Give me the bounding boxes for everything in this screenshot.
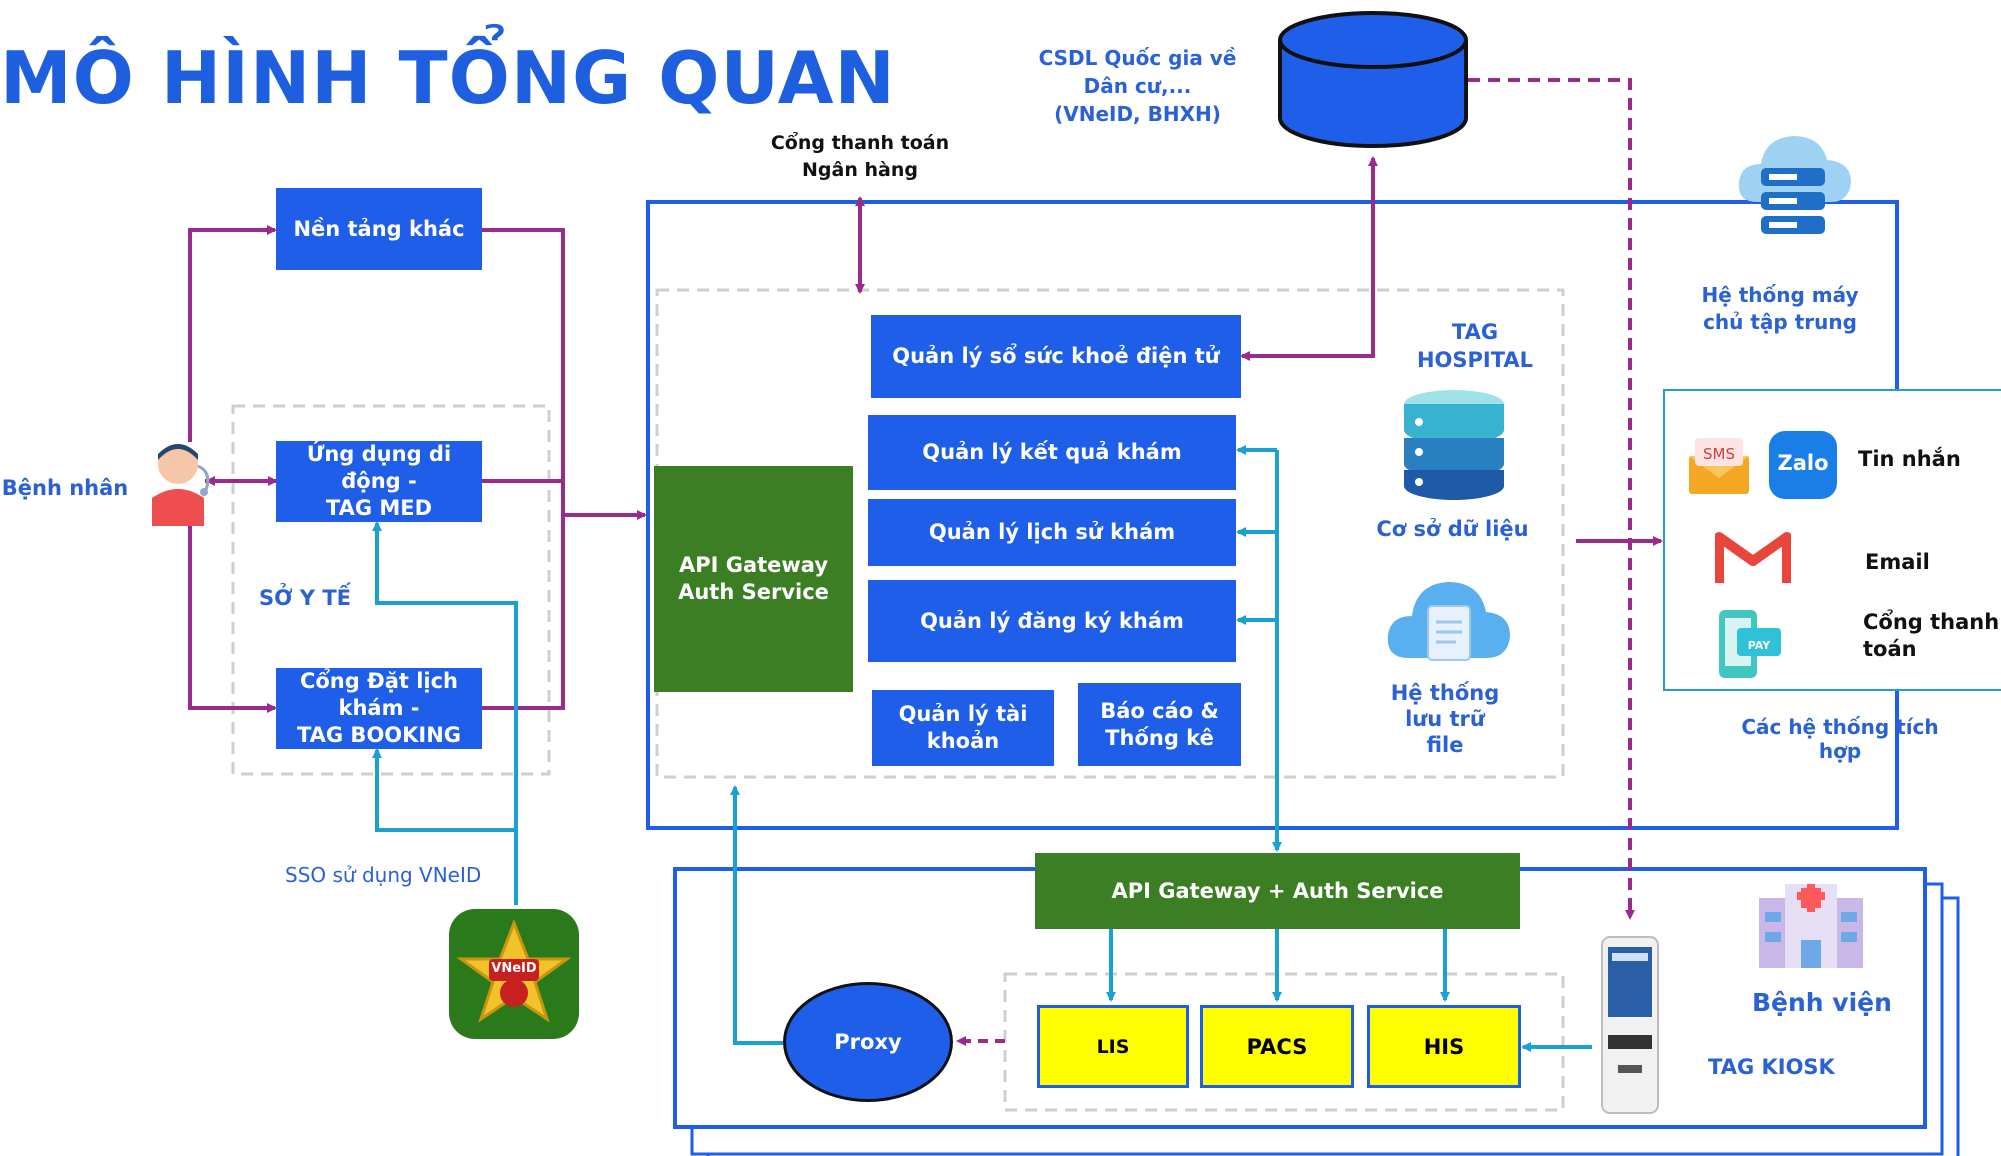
- module-so-suc-khoe[interactable]: Quản lý sổ sức khoẻ điện tử: [871, 315, 1241, 398]
- tag-hospital-label: TAG HOSPITAL: [1416, 320, 1534, 372]
- server-cloud-icon: [1738, 136, 1851, 234]
- patient-label: Bệnh nhân: [1, 476, 129, 500]
- so-y-te-dashed-frame: [231, 404, 551, 776]
- module-bao-cao[interactable]: Báo cáo & Thống kê: [1078, 683, 1241, 766]
- integrations-label: Các hệ thống tích hợp: [1741, 715, 1939, 763]
- hospital-building-icon: [1759, 884, 1863, 968]
- kiosk-icon: [1601, 936, 1659, 1114]
- proxy-node[interactable]: Proxy: [783, 982, 953, 1102]
- database-stack-icon: [1404, 390, 1504, 500]
- server-system-label: Hệ thống máy chủ tập trung: [1701, 283, 1859, 334]
- database-label: Cơ sở dữ liệu: [1376, 517, 1529, 541]
- module-ket-qua-kham[interactable]: Quản lý kết quả khám: [868, 415, 1236, 490]
- nen-tang-khac-box[interactable]: Nền tảng khác: [276, 188, 482, 270]
- vneid-logo-text: VNeID: [491, 961, 537, 976]
- sso-label: SSO sử dụng VNeID: [285, 863, 482, 887]
- zalo-icon: [1769, 431, 1837, 499]
- module-dang-ky-kham[interactable]: Quản lý đăng ký khám: [868, 580, 1236, 662]
- vneid-star-icon: [456, 918, 572, 1023]
- integrations-panel: SMS Zalo Tin nhắn Email PAY Cổng thanh t…: [1663, 389, 2001, 691]
- cloud-file-icon: [1387, 582, 1510, 661]
- central-api-gateway[interactable]: API Gateway Auth Service: [654, 466, 853, 692]
- lis-box[interactable]: LIS: [1037, 1005, 1189, 1088]
- patient-icon: [152, 444, 210, 526]
- tag-booking-box[interactable]: Cổng Đặt lịch khám - TAG BOOKING: [276, 668, 482, 749]
- tag-med-box[interactable]: Ứng dụng di động - TAG MED: [276, 441, 482, 522]
- module-lich-su-kham[interactable]: Quản lý lịch sử khám: [868, 499, 1236, 566]
- database-cylinder-icon: [1278, 11, 1468, 148]
- hospital-api-gateway[interactable]: API Gateway + Auth Service: [1035, 853, 1520, 929]
- pacs-box[interactable]: PACS: [1200, 1005, 1354, 1088]
- pay-icon-text: PAY: [1747, 639, 1771, 652]
- vneid-logo: VNeID: [449, 909, 579, 1039]
- his-box[interactable]: HIS: [1367, 1005, 1521, 1088]
- module-tai-khoan[interactable]: Quản lý tài khoản: [872, 690, 1054, 766]
- file-storage-label: Hệ thống lưu trữ file: [1390, 681, 1500, 757]
- email-label: Email: [1865, 550, 1930, 574]
- so-y-te-label: SỞ Y TẾ: [259, 586, 351, 610]
- messages-label: Tin nhắn: [1858, 447, 1961, 471]
- gmail-icon: [1715, 532, 1791, 583]
- payment-gateway-bank-label: Cổng thanh toán Ngân hàng: [770, 132, 950, 181]
- hospital-label: Bệnh viện: [1752, 988, 1892, 1017]
- sms-icon: [1689, 438, 1749, 494]
- tag-kiosk-label: TAG KIOSK: [1708, 1055, 1835, 1079]
- page-title: MÔ HÌNH TỔNG QUAN: [0, 36, 896, 120]
- payment-phone-icon: [1719, 610, 1781, 678]
- payment-gateway-label: Cổng thanh toán: [1863, 610, 2000, 661]
- sms-icon-text: SMS: [1703, 445, 1735, 463]
- zalo-icon-text: Zalo: [1777, 451, 1829, 475]
- csdl-label: CSDL Quốc gia về Dân cư,... (VNeID, BHXH…: [1038, 46, 1237, 126]
